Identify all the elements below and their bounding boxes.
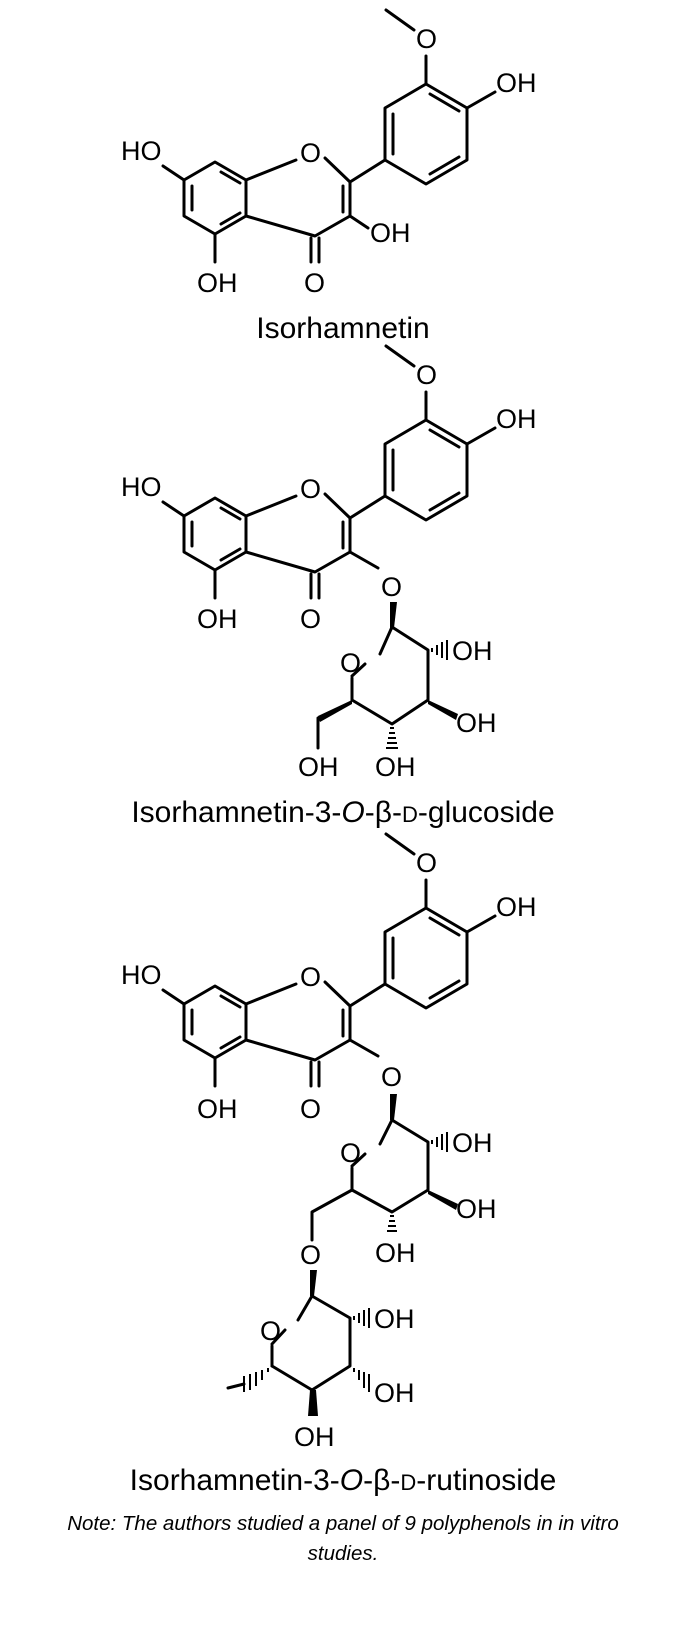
note-line-2: studies. xyxy=(308,1542,379,1565)
atom-oh-5: OH xyxy=(197,268,238,298)
isorhamnetin-structure xyxy=(161,8,497,264)
atom-o-sugar-ring: O xyxy=(340,648,361,678)
atom-glucose-oh-2: OH xyxy=(452,1128,493,1158)
compound-name-isorhamnetin: Isorhamnetin xyxy=(256,312,429,345)
atom-o-methoxy: O xyxy=(416,360,437,390)
atom-o-ring: O xyxy=(300,474,321,504)
atom-o-glycosidic: O xyxy=(381,572,402,602)
atom-o-linker: O xyxy=(300,1240,321,1270)
atom-o-methoxy: O xyxy=(416,848,437,878)
atom-rhamnose-oh-4: OH xyxy=(294,1422,335,1452)
atom-sugar-oh-6: OH xyxy=(298,752,339,782)
atom-sugar-oh-4: OH xyxy=(375,752,416,782)
atom-rhamnose-oh-3: OH xyxy=(374,1378,415,1408)
atom-o-ring: O xyxy=(300,962,321,992)
note-line-1: Note: The authors studied a panel of 9 p… xyxy=(67,1512,619,1535)
atom-ho-7: HO xyxy=(121,960,162,990)
atom-oh-4prime: OH xyxy=(496,68,537,98)
atom-o-keto: O xyxy=(300,604,321,634)
atom-o-glucose-ring: O xyxy=(340,1138,361,1168)
atom-o-keto: O xyxy=(304,268,325,298)
compound-name-rutinoside: Isorhamnetin-3-O-β-D-rutinoside xyxy=(130,1464,557,1497)
atom-glucose-oh-4: OH xyxy=(375,1238,416,1268)
atom-oh-4prime: OH xyxy=(496,892,537,922)
atom-sugar-oh-3: OH xyxy=(456,708,497,738)
atom-ho-7: HO xyxy=(121,472,162,502)
atom-o-methoxy: O xyxy=(416,24,437,54)
atom-oh-5: OH xyxy=(197,1094,238,1124)
isorhamnetin-rutinoside-structure xyxy=(161,832,497,1416)
atom-oh-4prime: OH xyxy=(496,404,537,434)
isorhamnetin-glucoside-structure xyxy=(161,344,497,750)
atom-oh-5: OH xyxy=(197,604,238,634)
atom-glucose-oh-3: OH xyxy=(456,1194,497,1224)
atom-o-rhamnose-ring: O xyxy=(260,1316,281,1346)
atom-o-ring: O xyxy=(300,138,321,168)
atom-sugar-oh-2: OH xyxy=(452,636,493,666)
compound-name-glucoside: Isorhamnetin-3-O-β-D-glucoside xyxy=(131,796,554,829)
atom-ho-7: HO xyxy=(121,136,162,166)
atom-rhamnose-oh-2: OH xyxy=(374,1304,415,1334)
atom-o-keto: O xyxy=(300,1094,321,1124)
atom-oh-3: OH xyxy=(370,218,411,248)
atom-o-glycosidic: O xyxy=(381,1062,402,1092)
